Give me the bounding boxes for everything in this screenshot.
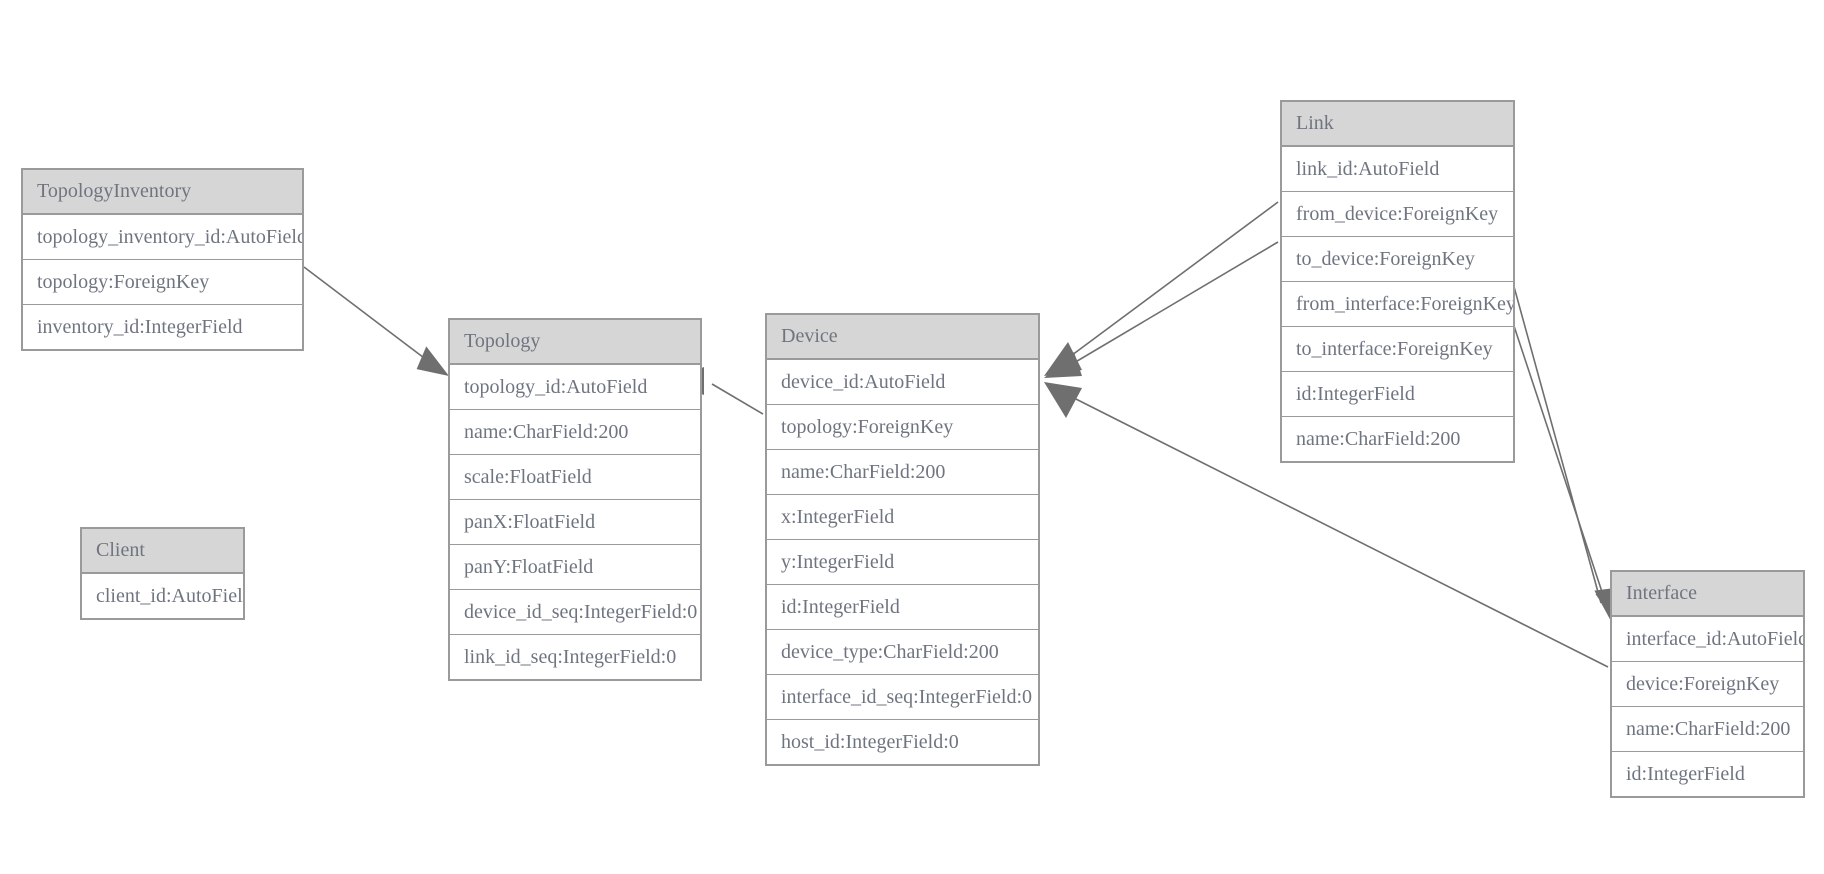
entity-field-topology-2: scale:FloatField xyxy=(450,455,700,500)
entity-field-link-0: link_id:AutoField xyxy=(1282,147,1513,192)
entity-field-topology-4: panY:FloatField xyxy=(450,545,700,590)
entity-link[interactable]: Link link_id:AutoField from_device:Forei… xyxy=(1280,100,1515,463)
entity-title-device: Device xyxy=(767,315,1038,360)
entity-field-topology-3: panX:FloatField xyxy=(450,500,700,545)
entity-field-topology-inventory-2: inventory_id:IntegerField xyxy=(23,305,302,349)
entity-field-device-8: host_id:IntegerField:0 xyxy=(767,720,1038,764)
entity-field-link-4: to_interface:ForeignKey xyxy=(1282,327,1513,372)
entity-field-device-4: y:IntegerField xyxy=(767,540,1038,585)
entity-title-topology-inventory: TopologyInventory xyxy=(23,170,302,215)
relationship-topologyinventory-topology xyxy=(303,266,449,376)
entity-field-interface-2: name:CharField:200 xyxy=(1612,707,1803,752)
entity-client[interactable]: Client client_id:AutoField xyxy=(80,527,245,620)
entity-field-topology-5: device_id_seq:IntegerField:0 xyxy=(450,590,700,635)
entity-field-link-5: id:IntegerField xyxy=(1282,372,1513,417)
entity-field-link-2: to_device:ForeignKey xyxy=(1282,237,1513,282)
entity-field-topology-inventory-0: topology_inventory_id:AutoField xyxy=(23,215,302,260)
entity-title-topology: Topology xyxy=(450,320,700,365)
entity-device[interactable]: Device device_id:AutoField topology:Fore… xyxy=(765,313,1040,766)
entity-title-client: Client xyxy=(82,529,243,574)
entity-field-device-1: topology:ForeignKey xyxy=(767,405,1038,450)
entity-field-topology-6: link_id_seq:IntegerField:0 xyxy=(450,635,700,679)
entity-field-interface-0: interface_id:AutoField xyxy=(1612,617,1803,662)
entity-field-topology-0: topology_id:AutoField xyxy=(450,365,700,410)
entity-interface[interactable]: Interface interface_id:AutoField device:… xyxy=(1610,570,1805,798)
entity-field-link-6: name:CharField:200 xyxy=(1282,417,1513,461)
entity-field-device-0: device_id:AutoField xyxy=(767,360,1038,405)
relationship-link-from-device xyxy=(1044,201,1279,376)
entity-topology[interactable]: Topology topology_id:AutoField name:Char… xyxy=(448,318,702,681)
entity-title-interface: Interface xyxy=(1612,572,1803,617)
entity-field-interface-3: id:IntegerField xyxy=(1612,752,1803,796)
entity-field-link-3: from_interface:ForeignKey xyxy=(1282,282,1513,327)
entity-topology-inventory[interactable]: TopologyInventory topology_inventory_id:… xyxy=(21,168,304,351)
entity-title-link: Link xyxy=(1282,102,1513,147)
entity-field-device-3: x:IntegerField xyxy=(767,495,1038,540)
entity-field-topology-1: name:CharField:200 xyxy=(450,410,700,455)
entity-field-device-6: device_type:CharField:200 xyxy=(767,630,1038,675)
entity-field-device-5: id:IntegerField xyxy=(767,585,1038,630)
entity-field-client-0: client_id:AutoField xyxy=(82,574,243,618)
entity-field-device-7: interface_id_seq:IntegerField:0 xyxy=(767,675,1038,720)
entity-field-interface-1: device:ForeignKey xyxy=(1612,662,1803,707)
relationship-link-to-device xyxy=(1044,241,1279,378)
entity-field-device-2: name:CharField:200 xyxy=(767,450,1038,495)
entity-field-link-1: from_device:ForeignKey xyxy=(1282,192,1513,237)
entity-field-topology-inventory-1: topology:ForeignKey xyxy=(23,260,302,305)
